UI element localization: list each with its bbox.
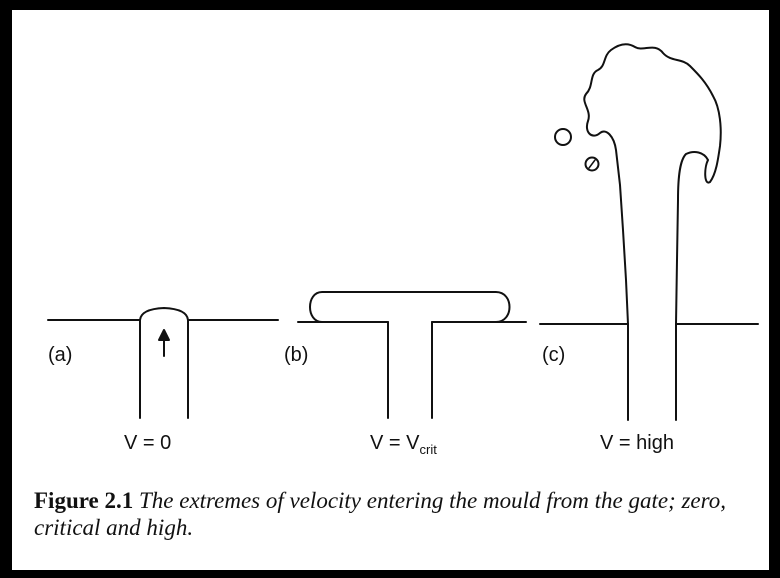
velocity-prefix: V = [124, 432, 161, 454]
panel-b-drawing [297, 291, 527, 419]
velocity-value: 0 [160, 432, 172, 454]
figure-page [12, 10, 769, 570]
up-arrow-icon [158, 329, 170, 357]
panel-c-label: (c) [542, 344, 566, 366]
panel-b-label: (b) [284, 344, 309, 366]
velocity-label-a: V = 0 [124, 432, 171, 455]
velocity-value: V [406, 432, 420, 454]
figure-caption: Figure 2.1 The extremes of velocity ente… [34, 487, 754, 541]
figure-number: Figure 2.1 [34, 488, 134, 513]
meniscus-curve [139, 307, 189, 321]
spreading-liquid-front [309, 291, 511, 323]
fountain-jet [583, 43, 722, 325]
panel-a-drawing [47, 307, 279, 419]
velocity-prefix: V = [600, 432, 637, 454]
velocity-prefix: V = [370, 432, 407, 454]
droplet-with-bubble [584, 156, 600, 172]
droplet [554, 128, 572, 146]
velocity-value: high [636, 432, 674, 454]
panel-a-label: (a) [48, 344, 73, 366]
caption-text: The extremes of velocity entering the mo… [34, 488, 726, 540]
velocity-label-b: V = Vcrit [370, 432, 437, 457]
velocity-label-c: V = high [600, 432, 674, 455]
panel-c-drawing [539, 43, 759, 421]
velocity-subscript: crit [419, 442, 437, 457]
